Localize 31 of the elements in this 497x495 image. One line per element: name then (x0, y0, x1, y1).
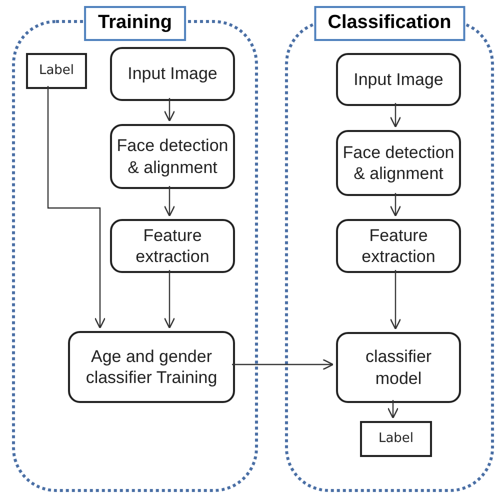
arrow (387, 400, 399, 419)
process-box (110, 47, 235, 101)
arrow (390, 103, 402, 128)
process-box (110, 124, 235, 189)
box-text: Feature extraction (360, 224, 436, 268)
box-text: Input Image (128, 63, 218, 85)
process-box (336, 53, 461, 106)
arrow (390, 193, 402, 217)
box-text: Label (38, 62, 74, 80)
group-title: Training (84, 6, 186, 40)
label-box (360, 421, 432, 457)
group-title: Classification (314, 6, 466, 40)
box-text: Age and gender classifier Training (84, 346, 218, 388)
process-box (110, 219, 235, 273)
arrow (164, 98, 176, 122)
arrow (47, 86, 106, 329)
box-text: Input Image (354, 68, 444, 90)
box-text: Label (378, 430, 414, 448)
process-box (336, 130, 461, 196)
box-text: Face detection & alignment (116, 135, 229, 178)
process-box (336, 332, 461, 403)
process-box (68, 331, 235, 403)
arrow (232, 358, 334, 370)
label-box (26, 53, 87, 89)
box-text: Face detection & alignment (342, 142, 455, 184)
box-text: Feature extraction (134, 224, 210, 268)
box-text: classifier model (364, 346, 433, 389)
arrow (164, 270, 176, 329)
process-box (336, 219, 461, 273)
arrow (390, 270, 402, 330)
arrow (164, 186, 176, 217)
